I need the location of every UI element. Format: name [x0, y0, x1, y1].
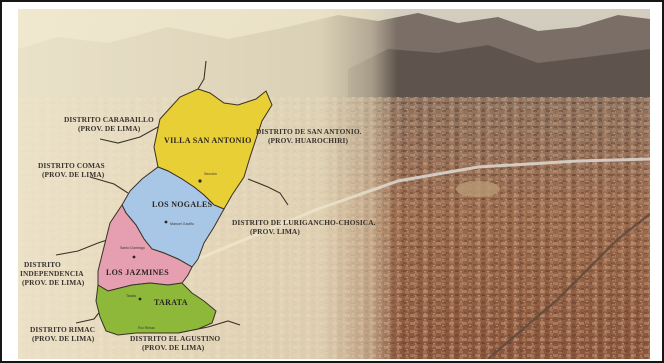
locality-markers [132, 179, 202, 301]
district-boundary-lines [55, 60, 289, 334]
zone-label-tarata: TARATA [154, 298, 188, 307]
neighbor-san-antonio-line1: DISTRITO DE SAN ANTONIO. [256, 127, 362, 136]
zone-label-los-nogales: LOS NOGALES [152, 200, 213, 209]
zone-tarata [95, 282, 217, 336]
neighbor-agustino-line1: DISTRITO EL AGUSTINO [130, 334, 220, 343]
boundary-carabayllo [99, 126, 159, 144]
neighbor-agustino-line2: (PROV. DE LIMA) [142, 343, 205, 352]
neighbor-independencia-line1: DISTRITO [24, 260, 61, 269]
neighbor-carabayllo-line1: DISTRITO CARABAILLO [64, 115, 154, 124]
neighbor-independencia-line2: INDEPENDENCIA [20, 269, 84, 278]
boundary-north [197, 60, 207, 90]
marker-tarata [138, 297, 142, 301]
neighbor-lurigancho-line2: (PROV. LIMA) [250, 227, 300, 236]
neighbor-rimac-line2: (PROV. DE LIMA) [32, 334, 95, 343]
neighbor-lurigancho-line1: DISTRITO DE LURIGANCHO-CHOSICA. [232, 218, 376, 227]
boundary-comas [89, 176, 129, 194]
neighbor-comas-line2: (PROV. DE LIMA) [42, 170, 105, 179]
neighbor-comas-line1: DISTRITO COMAS [38, 161, 105, 170]
neighbor-carabayllo-line2: (PROV. DE LIMA) [78, 124, 141, 133]
locality-label-vsa: Sección [204, 172, 217, 176]
neighbor-independencia-line3: (PROV. DE LIMA) [22, 278, 85, 287]
district-map-scene: VILLA SAN ANTONIO LOS NOGALES LOS JAZMIN… [18, 9, 650, 359]
marker-vsa [198, 179, 202, 183]
district-zones [95, 88, 273, 336]
marker-nogales [164, 220, 168, 224]
zone-label-los-jazmines: LOS JAZMINES [106, 268, 169, 277]
neighbor-san-antonio-line2: (PROV. HUAROCHIRI) [268, 136, 349, 145]
river-rimac-label: Río Rímac [138, 326, 155, 330]
locality-label-tarata: Tarata [126, 294, 136, 298]
zone-label-villa-san-antonio: VILLA SAN ANTONIO [164, 136, 252, 145]
boundary-east [247, 178, 289, 206]
locality-label-jazmines: Santo Domingo [120, 246, 145, 250]
locality-label-nogales: Manuel Gaviño [170, 222, 194, 226]
marker-jazmines [132, 255, 136, 259]
neighbor-rimac-line1: DISTRITO RIMAC [30, 325, 95, 334]
boundary-independencia [55, 238, 111, 256]
